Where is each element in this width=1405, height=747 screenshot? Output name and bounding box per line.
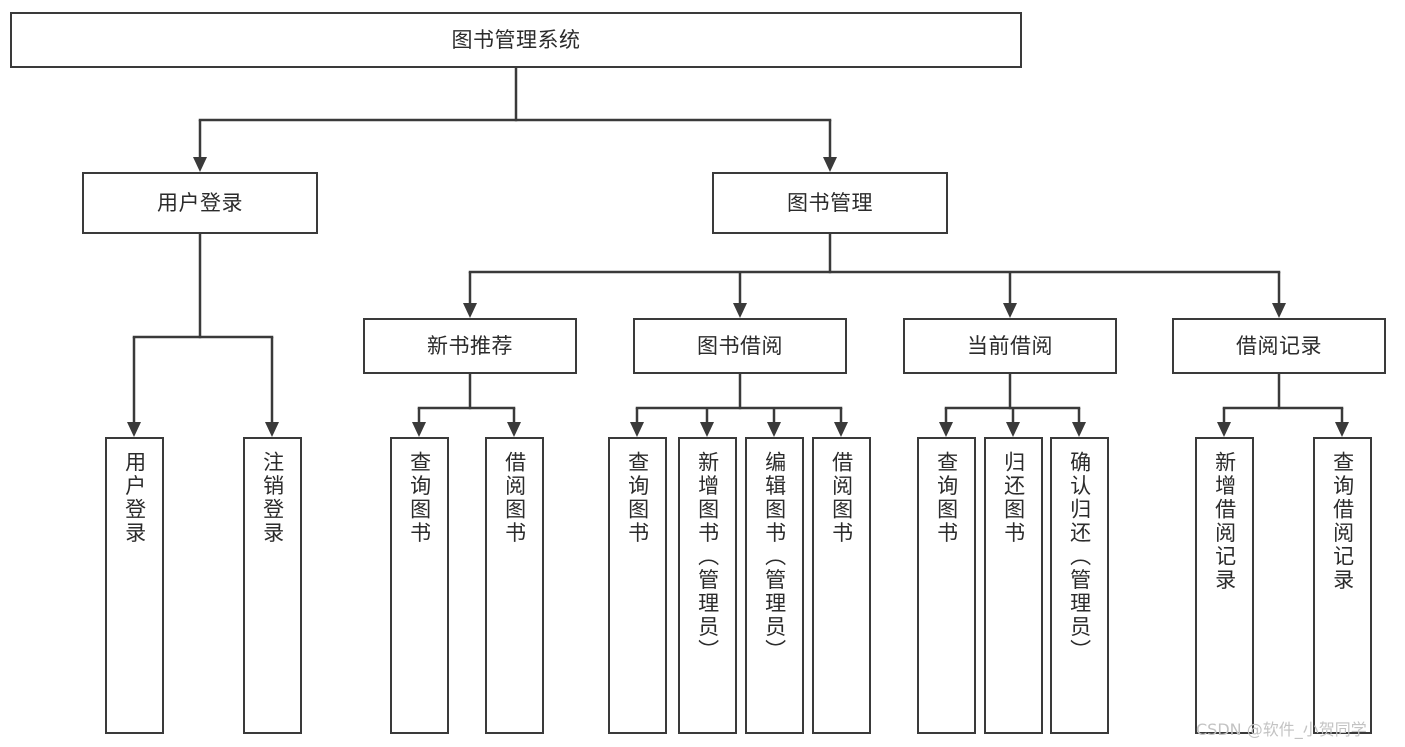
arrowhead-rcd-a1 bbox=[1217, 422, 1231, 437]
node-label-book-manage: 图书管理 bbox=[787, 190, 873, 215]
arrowhead-ul-to-leaf1 bbox=[127, 422, 141, 437]
arrowhead-bor-a4 bbox=[834, 422, 848, 437]
node-leaf-user-login[interactable]: 用户登录 bbox=[105, 437, 164, 734]
arrowhead-bor-a1 bbox=[630, 422, 644, 437]
node-new-book-rec[interactable]: 新书推荐 bbox=[363, 318, 577, 374]
node-leaf-return-book[interactable]: 归还图书 bbox=[984, 437, 1043, 734]
arrowhead-ul-to-leaf2 bbox=[265, 422, 279, 437]
arrowhead-rcd-a2 bbox=[1335, 422, 1349, 437]
node-label-current-borrow: 当前借阅 bbox=[967, 333, 1053, 358]
arrowhead-bor-a3 bbox=[767, 422, 781, 437]
node-borrow-record[interactable]: 借阅记录 bbox=[1172, 318, 1386, 374]
node-label-leaf-borrow-book-rec: 借阅图书 bbox=[502, 451, 527, 545]
node-label-leaf-edit-book: 编辑图书（管理员） bbox=[762, 451, 787, 663]
arrowhead-cur-a2 bbox=[1006, 422, 1020, 437]
csdn-watermark: CSDN @软件_小贺同学 bbox=[1196, 720, 1367, 739]
node-leaf-query-book-rec[interactable]: 查询图书 bbox=[390, 437, 449, 734]
node-leaf-borrow-book[interactable]: 借阅图书 bbox=[812, 437, 871, 734]
node-label-root: 图书管理系统 bbox=[451, 27, 581, 52]
arrowhead-rec-a1 bbox=[412, 422, 426, 437]
node-leaf-confirm-return[interactable]: 确认归还（管理员） bbox=[1050, 437, 1109, 734]
node-leaf-edit-book[interactable]: 编辑图书（管理员） bbox=[745, 437, 804, 734]
node-label-leaf-query-book-cur: 查询图书 bbox=[934, 451, 959, 545]
node-user-login[interactable]: 用户登录 bbox=[82, 172, 318, 234]
node-label-leaf-add-record: 新增借阅记录 bbox=[1212, 451, 1237, 592]
node-label-leaf-query-record: 查询借阅记录 bbox=[1330, 451, 1355, 592]
arrowhead-bm-to-rec bbox=[463, 303, 477, 318]
arrowhead-rec-a2 bbox=[507, 422, 521, 437]
node-leaf-query-book-cur[interactable]: 查询图书 bbox=[917, 437, 976, 734]
arrowhead-bm-to-rcd bbox=[1272, 303, 1286, 318]
node-label-leaf-query-book-rec: 查询图书 bbox=[407, 451, 432, 545]
node-label-leaf-logout: 注销登录 bbox=[260, 451, 285, 545]
node-root[interactable]: 图书管理系统 bbox=[10, 12, 1022, 68]
arrowhead-cur-a1 bbox=[939, 422, 953, 437]
node-leaf-query-book-borrow[interactable]: 查询图书 bbox=[608, 437, 667, 734]
arrowhead-bm-to-cur bbox=[1003, 303, 1017, 318]
node-book-borrow[interactable]: 图书借阅 bbox=[633, 318, 847, 374]
node-leaf-add-book[interactable]: 新增图书（管理员） bbox=[678, 437, 737, 734]
arrowhead-bm-to-borrow bbox=[733, 303, 747, 318]
node-label-leaf-add-book: 新增图书（管理员） bbox=[695, 451, 720, 663]
node-label-leaf-borrow-book: 借阅图书 bbox=[829, 451, 854, 545]
arrowhead-root-to-book-manage bbox=[823, 157, 837, 172]
arrowhead-root-to-user-login bbox=[193, 157, 207, 172]
node-label-leaf-query-book-borrow: 查询图书 bbox=[625, 451, 650, 545]
node-label-leaf-user-login: 用户登录 bbox=[122, 451, 147, 545]
node-label-leaf-return-book: 归还图书 bbox=[1001, 451, 1026, 545]
arrowhead-bor-a2 bbox=[700, 422, 714, 437]
node-leaf-logout[interactable]: 注销登录 bbox=[243, 437, 302, 734]
node-current-borrow[interactable]: 当前借阅 bbox=[903, 318, 1117, 374]
node-label-book-borrow: 图书借阅 bbox=[697, 333, 783, 358]
node-label-user-login: 用户登录 bbox=[157, 190, 243, 215]
node-leaf-borrow-book-rec[interactable]: 借阅图书 bbox=[485, 437, 544, 734]
node-label-new-book-rec: 新书推荐 bbox=[427, 333, 513, 358]
arrowhead-cur-a3 bbox=[1072, 422, 1086, 437]
node-leaf-add-record[interactable]: 新增借阅记录 bbox=[1195, 437, 1254, 734]
node-leaf-query-record[interactable]: 查询借阅记录 bbox=[1313, 437, 1372, 734]
node-book-manage[interactable]: 图书管理 bbox=[712, 172, 948, 234]
node-label-leaf-confirm-return: 确认归还（管理员） bbox=[1067, 451, 1092, 663]
node-label-borrow-record: 借阅记录 bbox=[1236, 333, 1322, 358]
